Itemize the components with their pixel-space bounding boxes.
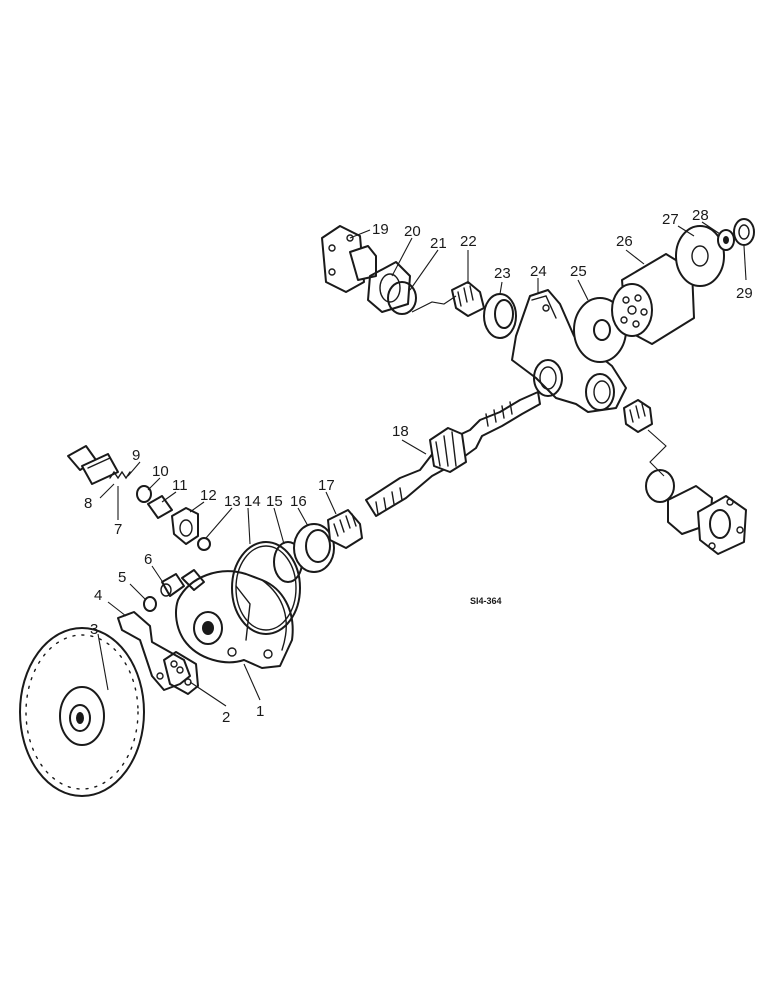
part-3-drive-plate [19,627,145,797]
callout-6: 6 [144,551,152,568]
part-27-valve-plate [675,225,725,287]
drawing-reference: SI4-364 [470,596,502,606]
part-26-cylinder-block [611,253,695,345]
part-14-o-ring [231,541,301,635]
callout-22: 22 [460,233,477,250]
callout-21: 21 [430,235,447,252]
part-23-bearing-cup [483,293,517,339]
part-13-seal [197,537,211,551]
callout-16: 16 [290,493,307,510]
callout-24: 24 [530,263,547,280]
part-24-gear-housing [511,289,627,413]
lower-right-o-ring [645,469,675,503]
callout-27: 27 [662,211,679,228]
part-11-sleeve [147,495,173,519]
part-19-flange [321,225,377,293]
part-10-spool [136,485,152,503]
callout-9: 9 [132,447,140,464]
callout-12: 12 [200,487,217,504]
callout-3: 3 [90,621,98,638]
assembly-lines [411,295,667,477]
part-1-pump-housing [175,569,294,669]
part-21-o-ring [387,281,417,315]
lower-right-bearing [623,399,653,433]
callout-20: 20 [404,223,421,240]
callout-17: 17 [318,477,335,494]
callout-14: 14 [244,493,261,510]
part-8-spring [109,470,131,480]
lower-right-flange [667,485,747,555]
callout-15: 15 [266,493,283,510]
callout-19: 19 [372,221,389,238]
callout-28: 28 [692,207,709,224]
leader-lines [97,221,747,707]
part-16-bearing-cup [293,523,335,573]
callout-23: 23 [494,265,511,282]
part-18-shaft [365,391,541,517]
part-22-bearing [451,281,485,317]
callout-13: 13 [224,493,241,510]
part-2-gasket [163,651,199,695]
part-29-bearing [733,218,755,246]
callout-10: 10 [152,463,169,480]
callout-11: 11 [172,477,188,494]
callout-labels: 1 2 3 4 5 6 7 8 9 10 11 12 13 14 15 16 1… [84,207,753,726]
callout-7: 7 [114,521,122,538]
part-17-bearing-cone [327,509,363,549]
part-28-bearing [717,229,735,251]
part-5-o-ring [143,596,157,612]
callout-4: 4 [94,587,102,604]
part-12-cap [171,507,199,545]
part-6-fitting [160,573,185,597]
callout-1: 1 [256,703,264,720]
part-20-gasket [367,261,411,313]
callout-26: 26 [616,233,633,250]
callout-18: 18 [392,423,409,440]
callout-29: 29 [736,285,753,302]
part-9-valve-body [67,445,119,485]
callout-25: 25 [570,263,587,280]
callout-8: 8 [84,495,92,512]
callout-5: 5 [118,569,126,586]
callout-2: 2 [222,709,230,726]
